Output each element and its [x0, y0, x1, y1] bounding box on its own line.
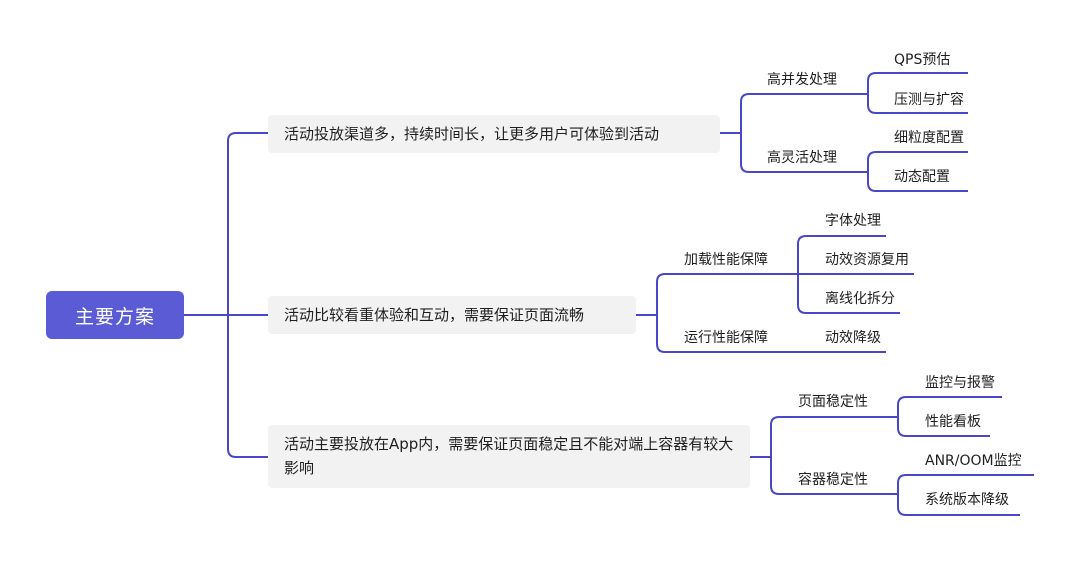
leaf-font[interactable]: 字体处理 [825, 213, 881, 229]
leaf-perf-dashboard[interactable]: 性能看板 [925, 414, 981, 430]
branch-3-sub-2[interactable]: 容器稳定性 [798, 472, 868, 488]
connector-4 [227, 315, 268, 458]
root-node[interactable]: 主要方案 [46, 291, 184, 339]
branch-3-sub-1[interactable]: 页面稳定性 [798, 394, 868, 410]
leaf-anr-oom[interactable]: ANR/OOM监控 [925, 453, 1022, 469]
leaf-sys-version-downgrade[interactable]: 系统版本降级 [925, 492, 1009, 508]
connector-21 [770, 457, 898, 495]
connector-9 [867, 94, 968, 114]
leaf-fine-grained-config[interactable]: 细粒度配置 [894, 130, 964, 146]
branch-1-sub-2[interactable]: 高灵活处理 [767, 150, 837, 166]
connector-10 [867, 151, 968, 172]
connector-17 [797, 274, 900, 314]
leaf-stress-test[interactable]: 压测与扩容 [894, 92, 964, 108]
connector-6 [740, 93, 868, 133]
leaf-monitor-alert[interactable]: 监控与报警 [925, 375, 995, 391]
branch-2-node[interactable]: 活动比较看重体验和互动，需要保证页面流畅 [268, 296, 636, 334]
leaf-dynamic-config[interactable]: 动态配置 [894, 169, 950, 185]
connector-13 [656, 273, 798, 315]
connector-22 [897, 396, 1002, 417]
leaf-animation-reuse[interactable]: 动效资源复用 [825, 252, 909, 268]
connector-23 [897, 417, 990, 437]
leaf-offline-split[interactable]: 离线化拆分 [825, 291, 895, 307]
connector-8 [867, 72, 968, 94]
leaf-qps[interactable]: QPS预估 [894, 52, 951, 68]
branch-2-sub-1[interactable]: 加载性能保障 [684, 252, 768, 268]
branch-2-sub-2[interactable]: 运行性能保障 [684, 330, 768, 346]
connector-7 [740, 133, 868, 173]
connector-24 [897, 474, 1034, 494]
connector-11 [867, 172, 968, 192]
branch-1-sub-1[interactable]: 高并发处理 [767, 72, 837, 88]
connector-25 [897, 494, 1020, 516]
connector-2 [227, 132, 268, 315]
branch-3-node[interactable]: 活动主要投放在App内，需要保证页面稳定且不能对端上容器有较大影响 [268, 425, 750, 488]
branch-1-node[interactable]: 活动投放渠道多，持续时间长，让更多用户可体验到活动 [268, 115, 720, 153]
leaf-animation-downgrade[interactable]: 动效降级 [825, 330, 881, 346]
connector-14 [656, 315, 798, 353]
connector-20 [770, 416, 898, 457]
connector-15 [797, 235, 886, 274]
